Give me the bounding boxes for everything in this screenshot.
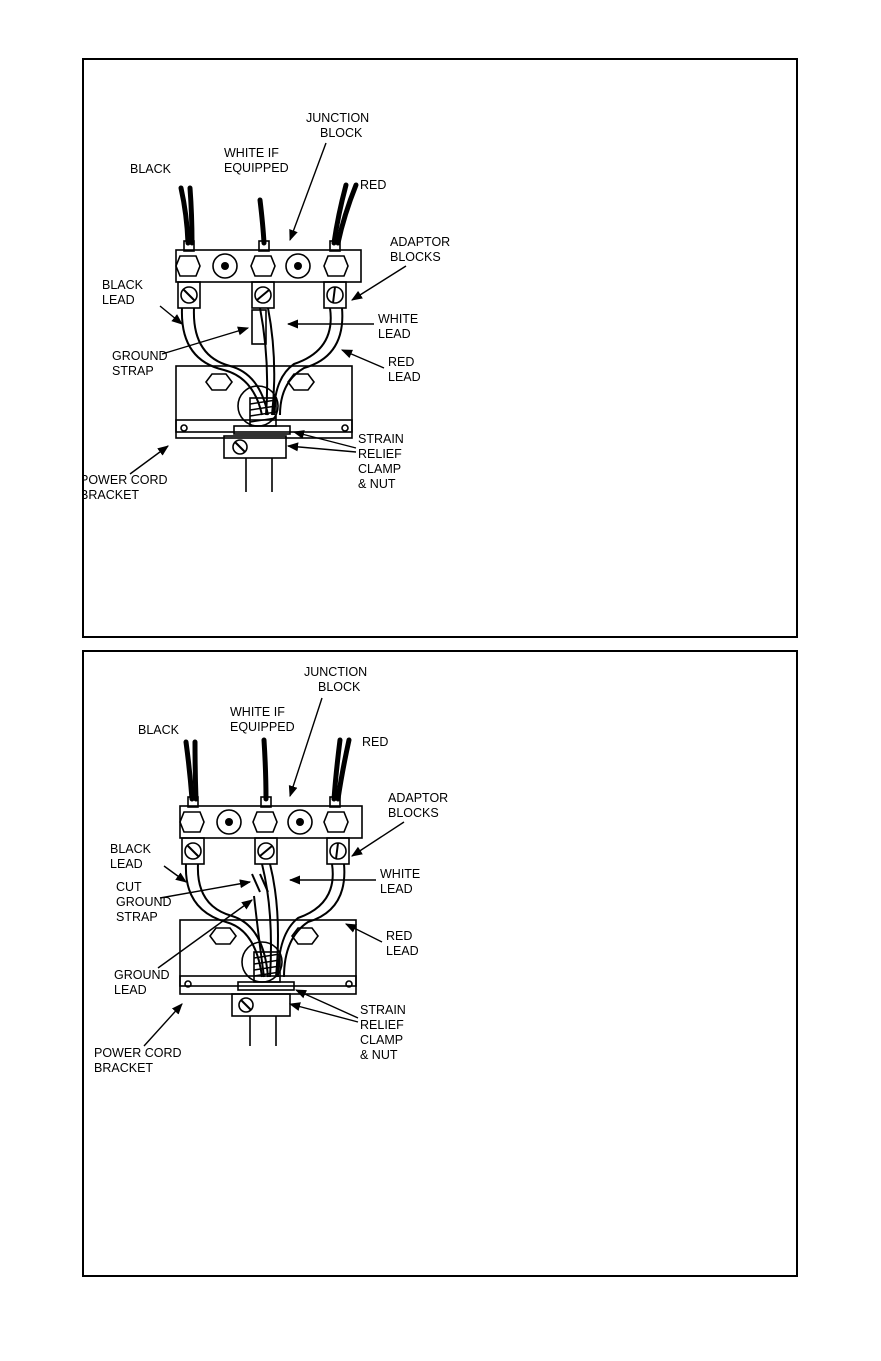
label-bracket-2: BRACKET: [84, 488, 139, 502]
label-bracket-1: POWER CORD: [94, 1046, 182, 1060]
screw-icon: [180, 286, 198, 304]
label-strain-3: CLAMP: [360, 1033, 403, 1047]
label-black-lead-1: BLACK: [110, 842, 152, 856]
label-cut-1: CUT: [116, 880, 142, 894]
wiring-diagram-4-wire: .arrow2 { fill: none; stroke: #000; stro…: [94, 665, 448, 1075]
label-white-if-2: EQUIPPED: [230, 720, 295, 734]
label-junction-2: BLOCK: [320, 126, 363, 140]
label-black-lead-2: LEAD: [110, 857, 143, 871]
label-black-lead-2: LEAD: [102, 293, 135, 307]
supply-wires: [178, 182, 359, 252]
label-strain-1: STRAIN: [358, 432, 404, 446]
label-adaptor-2: BLOCKS: [388, 806, 439, 820]
screw-icon: [238, 997, 254, 1013]
label-black: BLACK: [130, 162, 172, 176]
label-junction-2: BLOCK: [318, 680, 361, 694]
terminal-post-icon: [212, 253, 238, 279]
label-strain-4: & NUT: [358, 477, 396, 491]
terminal-post-icon: [216, 809, 242, 835]
junction-block: [179, 805, 363, 839]
adaptor-blocks: [181, 837, 350, 865]
screw-icon: [254, 286, 272, 304]
label-white-lead-2: LEAD: [378, 327, 411, 341]
label-strain-1: STRAIN: [360, 1003, 406, 1017]
terminal-post-icon: [285, 253, 311, 279]
label-ground-strap-1: GROUND: [112, 349, 168, 363]
screw-icon: [257, 842, 275, 860]
label-strain-2: RELIEF: [360, 1018, 404, 1032]
label-red-lead-2: LEAD: [388, 370, 421, 384]
hex-nut-icon: [323, 255, 349, 277]
label-ground-lead-2: LEAD: [114, 983, 147, 997]
diagram-panel-top: BLACK WHITE IF EQUIPPED JUNCTION BLOCK R…: [82, 58, 798, 638]
label-white-lead-1: WHITE: [378, 312, 418, 326]
label-adaptor-1: ADAPTOR: [388, 791, 448, 805]
junction-block: [175, 249, 362, 283]
hex-nut-icon: [250, 255, 276, 277]
label-white-lead-2: LEAD: [380, 882, 413, 896]
label-white-lead-1: WHITE: [380, 867, 420, 881]
wiring-diagram-3-wire: BLACK WHITE IF EQUIPPED JUNCTION BLOCK R…: [84, 111, 450, 502]
label-ground-strap-2: STRAP: [112, 364, 154, 378]
diagram-panel-bottom: .arrow2 { fill: none; stroke: #000; stro…: [82, 650, 798, 1277]
hex-nut-icon: [323, 811, 349, 833]
label-bracket-1: POWER CORD: [84, 473, 168, 487]
label-black: BLACK: [138, 723, 180, 737]
supply-wires: [183, 737, 352, 808]
label-red-lead-1: RED: [388, 355, 414, 369]
terminal-post-icon: [287, 809, 313, 835]
leader-arrows: [129, 142, 407, 475]
label-adaptor-2: BLOCKS: [390, 250, 441, 264]
power-cord-bracket: [175, 365, 353, 439]
strain-relief: [223, 425, 291, 492]
label-adaptor-1: ADAPTOR: [390, 235, 450, 249]
label-white-if-2: EQUIPPED: [224, 161, 289, 175]
label-red-lead-1: RED: [386, 929, 412, 943]
label-white-if-1: WHITE IF: [224, 146, 279, 160]
adaptor-blocks: [177, 281, 347, 345]
label-cut-3: STRAP: [116, 910, 158, 924]
label-white-if-1: WHITE IF: [230, 705, 285, 719]
hex-nut-icon: [252, 811, 278, 833]
screw-icon: [232, 439, 248, 455]
label-red-lead-2: LEAD: [386, 944, 419, 958]
label-cut-2: GROUND: [116, 895, 172, 909]
label-bracket-2: BRACKET: [94, 1061, 153, 1075]
label-junction-1: JUNCTION: [304, 665, 367, 679]
label-strain-3: CLAMP: [358, 462, 401, 476]
hex-nut-icon: [175, 255, 201, 277]
strain-relief: [231, 981, 295, 1046]
screw-icon: [184, 842, 202, 860]
label-red: RED: [362, 735, 388, 749]
label-red: RED: [360, 178, 386, 192]
label-junction-1: JUNCTION: [306, 111, 369, 125]
power-cord-bracket: [179, 919, 357, 995]
label-strain-4: & NUT: [360, 1048, 398, 1062]
leader-arrows: [143, 697, 405, 1047]
label-strain-2: RELIEF: [358, 447, 402, 461]
ground-strap: [251, 309, 267, 345]
hex-nut-icon: [179, 811, 205, 833]
label-black-lead-1: BLACK: [102, 278, 144, 292]
label-ground-lead-1: GROUND: [114, 968, 170, 982]
